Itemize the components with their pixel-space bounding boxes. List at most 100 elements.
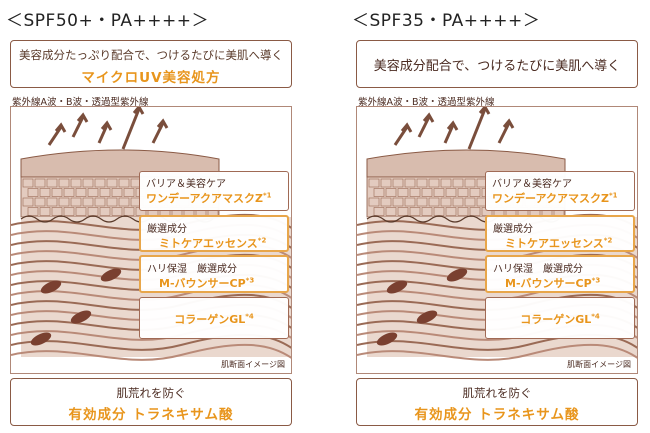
- diagram-caption: 肌断面イメージ図: [221, 360, 285, 369]
- uv-arrows: [393, 107, 515, 150]
- label-ingredient: コラーゲンGL*4: [520, 312, 600, 326]
- uv-arrow-icon: [443, 124, 455, 144]
- uv-arrow-icon: [467, 108, 487, 150]
- active-ingredient-box: 肌荒れを防ぐ 有効成分 トラネキサム酸: [10, 378, 292, 426]
- uv-label: 紫外線A波・B波・透過型紫外線: [358, 97, 495, 108]
- label-ingredient: コラーゲンGL*4: [174, 312, 254, 326]
- label-title: 厳選成分: [147, 224, 187, 235]
- skin-cell: [94, 197, 106, 207]
- uv-arrow-icon: [132, 107, 145, 115]
- skin-cell: [452, 178, 464, 188]
- skin-cell: [380, 178, 392, 188]
- fibroblast-icon: [446, 268, 468, 282]
- uv-arrow-icon: [121, 108, 141, 150]
- label-ingredient: M-バウンサーCP*3: [505, 276, 601, 290]
- uv-arrow-icon: [100, 120, 113, 131]
- skin-cell: [27, 207, 39, 216]
- fibroblast-icon: [376, 332, 398, 346]
- uv-arrow-icon: [54, 122, 67, 133]
- label-barrier-care: バリア＆美容ケア ワンデーアクアマスクZ*1: [485, 171, 635, 211]
- skin-cell: [51, 188, 63, 197]
- fibroblast-icon: [30, 332, 52, 346]
- uv-arrow-icon: [47, 126, 63, 146]
- uv-arrow-icon: [76, 112, 89, 123]
- skin-cell: [373, 188, 385, 197]
- skin-cell: [46, 197, 58, 207]
- skin-cell: [87, 188, 99, 197]
- uv-arrow-icon: [71, 116, 85, 138]
- active-ingredient-name: 有効成分 トラネキサム酸: [68, 407, 234, 423]
- fibroblast-icon: [100, 268, 122, 282]
- skin-cell: [51, 207, 63, 216]
- formula-box: 美容成分たっぷり配合で、つけるたびに美肌へ導く マイクロUV美容処方: [10, 40, 292, 88]
- label-collagen: コラーゲンGL*4: [139, 297, 289, 339]
- uv-arrow-icon: [151, 122, 165, 144]
- uv-arrow-icon: [97, 124, 109, 144]
- skin-cell: [39, 188, 51, 197]
- label-collagen: コラーゲンGL*4: [485, 297, 635, 339]
- skin-cell: [385, 188, 397, 197]
- label-title: バリア＆美容ケア: [492, 179, 572, 190]
- skin-cell: [380, 197, 392, 207]
- skin-cell: [118, 178, 130, 188]
- skin-cell: [373, 207, 385, 216]
- skin-cell: [385, 207, 397, 216]
- skin-cell: [27, 188, 39, 197]
- panel-heading: ＜SPF35・PA++++＞: [352, 11, 541, 31]
- label-barrier-care: バリア＆美容ケア ワンデーアクアマスクZ*1: [139, 171, 289, 211]
- collagen-fiber: [357, 343, 637, 361]
- skin-cell: [392, 197, 404, 207]
- skin-cell: [404, 197, 416, 207]
- uv-arrow-icon: [400, 122, 413, 133]
- skin-cell: [70, 178, 82, 188]
- skin-surface: [20, 149, 220, 178]
- skin-cell: [111, 188, 123, 197]
- skin-cell: [75, 188, 87, 197]
- skin-cell: [428, 197, 440, 207]
- label-title: ハリ保湿 厳選成分: [493, 264, 583, 275]
- skin-cross-section-diagram: バリア＆美容ケア ワンデーアクアマスクZ*1 厳選成分 ミトケアエッセンス*2 …: [10, 106, 292, 374]
- skin-cell: [63, 188, 75, 197]
- skin-cell: [452, 197, 464, 207]
- skin-cross-section-diagram: バリア＆美容ケア ワンデーアクアマスクZ*1 厳選成分 ミトケアエッセンス*2 …: [356, 106, 638, 374]
- skin-cell: [464, 178, 476, 188]
- skin-cell: [22, 197, 34, 207]
- label-ingredient: ワンデーアクアマスクZ*1: [146, 191, 272, 205]
- uv-arrow-icon: [417, 116, 431, 138]
- active-ingredient-purpose: 肌荒れを防ぐ: [116, 386, 186, 400]
- skin-surface: [366, 149, 566, 178]
- skin-cell: [428, 178, 440, 188]
- skin-cell: [416, 197, 428, 207]
- uv-arrow-icon: [502, 118, 515, 129]
- skin-cell: [445, 207, 457, 216]
- skin-cell: [123, 207, 135, 216]
- skin-cell: [464, 197, 476, 207]
- fibroblast-icon: [70, 310, 92, 324]
- skin-cell: [39, 207, 51, 216]
- skin-cell: [469, 207, 481, 216]
- formula-box: 美容成分配合で、つけるたびに美肌へ導く: [356, 40, 638, 88]
- skin-cell: [82, 197, 94, 207]
- skin-cell: [440, 178, 452, 188]
- skin-cell: [94, 178, 106, 188]
- uv-arrow-icon: [393, 126, 409, 146]
- label-ingredient: ミトケアエッセンス*2: [159, 236, 267, 250]
- label-bouncer: ハリ保湿 厳選成分 M-バウンサーCP*3: [485, 255, 635, 293]
- spf50-panel: ＜SPF50+・PA++++＞ 美容成分たっぷり配合で、つけるたびに美肌へ導く …: [6, 0, 296, 433]
- skin-cell: [111, 207, 123, 216]
- label-title: バリア＆美容ケア: [146, 179, 226, 190]
- skin-cell: [34, 197, 46, 207]
- skin-cell: [99, 207, 111, 216]
- active-ingredient-purpose: 肌荒れを防ぐ: [462, 386, 532, 400]
- skin-cell: [392, 178, 404, 188]
- fibroblast-icon: [386, 280, 408, 294]
- skin-cell: [368, 178, 380, 188]
- formula-description: 美容成分たっぷり配合で、つけるたびに美肌へ導く: [18, 48, 284, 62]
- skin-cell: [58, 197, 70, 207]
- uv-label: 紫外線A波・B波・透過型紫外線: [12, 97, 149, 108]
- label-title: 厳選成分: [493, 224, 533, 235]
- skin-cell: [416, 178, 428, 188]
- label-mitocare: 厳選成分 ミトケアエッセンス*2: [139, 215, 289, 252]
- label-title: ハリ保湿 厳選成分: [147, 264, 237, 275]
- skin-cell: [433, 188, 445, 197]
